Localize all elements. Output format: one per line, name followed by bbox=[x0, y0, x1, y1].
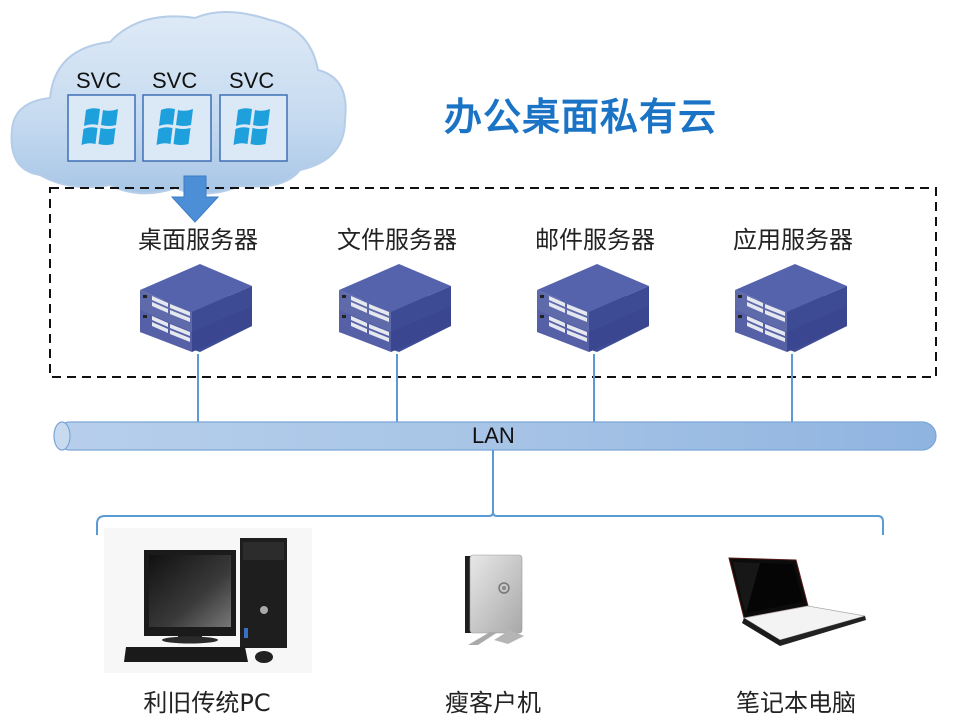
server-rack-icon bbox=[140, 264, 252, 352]
lan-label: LAN bbox=[472, 423, 515, 448]
client-bracket bbox=[96, 450, 884, 535]
svc-instance-3 bbox=[219, 94, 288, 162]
server-rack-icon bbox=[537, 264, 649, 352]
server-links bbox=[197, 354, 793, 422]
svc-instance-2 bbox=[142, 94, 212, 162]
server-label-file: 文件服务器 bbox=[337, 226, 457, 254]
client-label-thin-client: 瘦客户机 bbox=[445, 689, 541, 717]
svc-label: SVC bbox=[229, 68, 275, 93]
down-arrow-icon bbox=[170, 175, 220, 223]
server-zone-boundary bbox=[49, 187, 937, 378]
server-label-mail: 邮件服务器 bbox=[535, 226, 655, 254]
server-label-desktop: 桌面服务器 bbox=[138, 226, 258, 254]
lan-bus bbox=[53, 421, 937, 451]
svc-instance-1 bbox=[67, 94, 136, 162]
thin-client-icon bbox=[465, 554, 524, 645]
diagram-title: 办公桌面私有云 bbox=[444, 95, 718, 139]
client-label-laptop: 笔记本电脑 bbox=[736, 689, 856, 717]
laptop-icon bbox=[728, 557, 866, 646]
client-label-pc: 利旧传统PC bbox=[143, 689, 271, 717]
server-rack-icon bbox=[339, 264, 451, 352]
server-label-app: 应用服务器 bbox=[733, 226, 853, 254]
server-rack-icon bbox=[735, 264, 847, 352]
svc-label: SVC bbox=[152, 68, 198, 93]
desktop-pc-icon bbox=[104, 528, 312, 673]
svc-label: SVC bbox=[76, 68, 122, 93]
